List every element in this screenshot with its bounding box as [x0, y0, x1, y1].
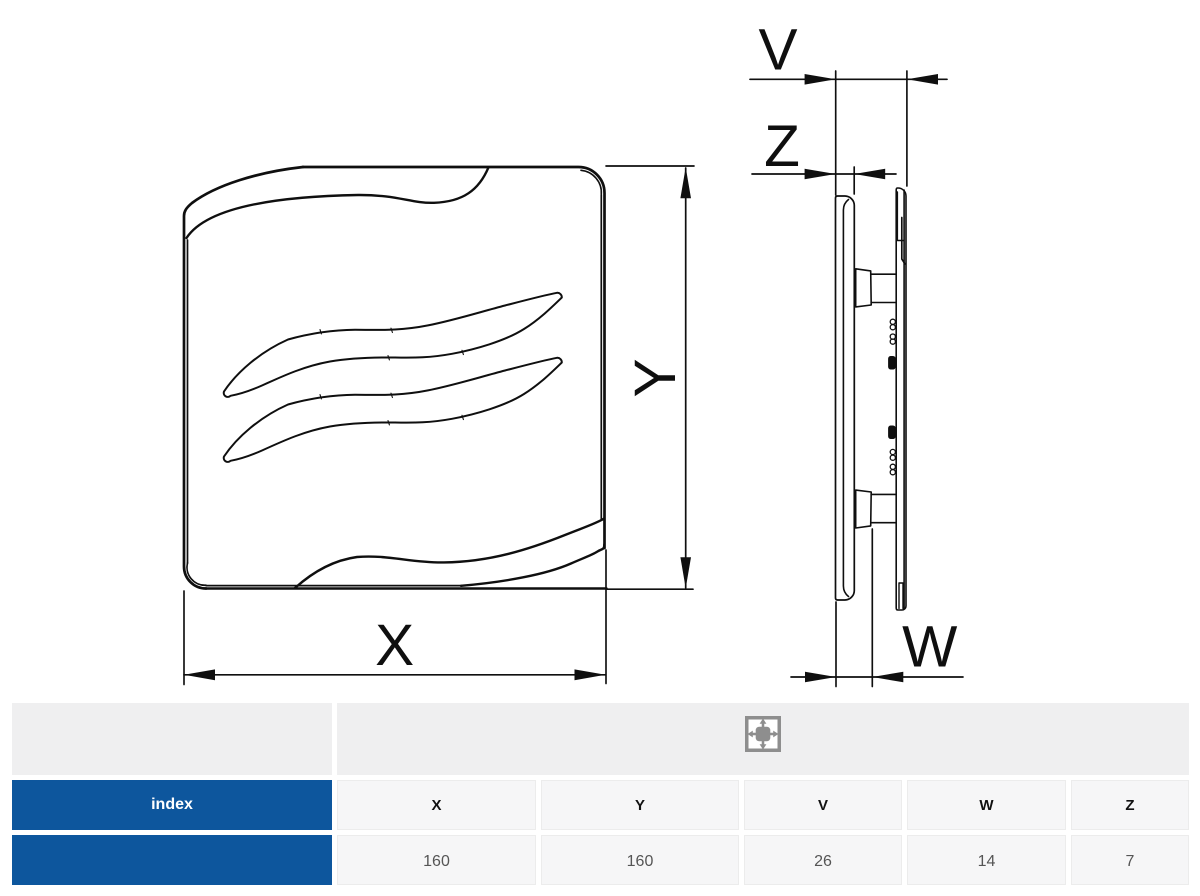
svg-text:Y: Y — [623, 358, 688, 397]
svg-text:X: X — [375, 613, 414, 678]
svg-text:Z: Z — [764, 114, 800, 179]
svg-text:W: W — [902, 615, 958, 680]
svg-text:V: V — [758, 18, 797, 83]
